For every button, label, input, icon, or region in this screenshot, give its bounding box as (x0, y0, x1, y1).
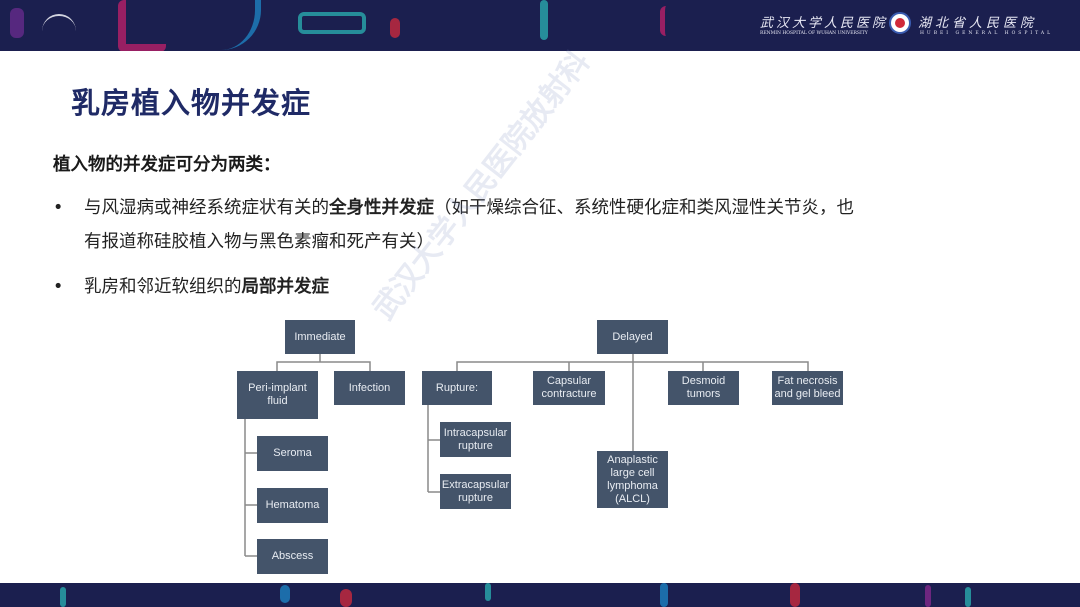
node-fat-necrosis: Fat necrosis and gel bleed (772, 371, 843, 405)
connector (276, 354, 371, 371)
hospital-emblem-icon (889, 12, 911, 34)
bullet-dot: • (53, 198, 64, 218)
node-hematoma: Hematoma (257, 488, 328, 523)
node-rupture: Rupture: (422, 371, 492, 405)
connector (427, 405, 440, 493)
decor-shape (660, 6, 695, 36)
header-banner: 武汉大学人民医院 RENMIN HOSPITAL OF WUHAN UNIVER… (0, 0, 1080, 51)
bullet-bold: 局部并发症 (241, 277, 330, 297)
slide-title: 乳房植入物并发症 (71, 86, 312, 120)
decor-shape (298, 12, 366, 34)
decor-shape (340, 589, 352, 607)
node-immediate: Immediate (285, 320, 355, 354)
node-extracapsular-rupture: Extracapsular rupture (440, 474, 511, 509)
hospital1-en: RENMIN HOSPITAL OF WUHAN UNIVERSITY (760, 31, 868, 36)
node-infection: Infection (334, 371, 405, 405)
decor-shape (280, 585, 290, 603)
footer-banner (0, 583, 1080, 607)
node-peri-implant-fluid: Peri-implant fluid (237, 371, 318, 419)
bullet-text-line2: 有报道称硅胶植入物与黑色素瘤和死产有关） (84, 232, 434, 252)
hospital1-name: 武汉大学人民医院 (760, 16, 889, 31)
crane-logo-icon (42, 14, 76, 36)
node-alcl: Anaplastic large cell lymphoma (ALCL) (597, 451, 668, 508)
decor-shape (925, 585, 931, 607)
node-desmoid-tumors: Desmoid tumors (668, 371, 739, 405)
decor-shape (965, 587, 971, 607)
decor-shape (60, 587, 66, 607)
node-capsular-contracture: Capsular contracture (533, 371, 605, 405)
bullet-text: 乳房和邻近软组织的 (84, 277, 242, 297)
node-seroma: Seroma (257, 436, 328, 471)
hospital2-name: 湖北省人民医院 (918, 16, 1038, 31)
node-intracapsular-rupture: Intracapsular rupture (440, 422, 511, 457)
bullet-text: （如干燥综合征、系统性硬化症和类风湿性关节炎，也 (434, 198, 854, 218)
decor-shape (485, 583, 491, 601)
bullet-bold: 全身性并发症 (329, 198, 434, 218)
decor-shape (790, 583, 800, 607)
bullet-dot: • (53, 277, 64, 297)
decor-shape (10, 8, 24, 38)
decor-shape (118, 0, 166, 51)
node-abscess: Abscess (257, 539, 328, 574)
intro-text: 植入物的并发症可分为两类： (53, 155, 281, 175)
bullet-text: 与风湿病或神经系统症状有关的 (84, 198, 329, 218)
connector (244, 419, 257, 557)
hospital2-en: HUBEI GENERAL HOSPITAL (920, 31, 1054, 36)
node-delayed: Delayed (597, 320, 668, 354)
decor-shape (390, 18, 400, 38)
decor-shape (205, 0, 261, 50)
connector (456, 354, 809, 451)
decor-shape (660, 583, 668, 607)
decor-shape (540, 0, 548, 40)
